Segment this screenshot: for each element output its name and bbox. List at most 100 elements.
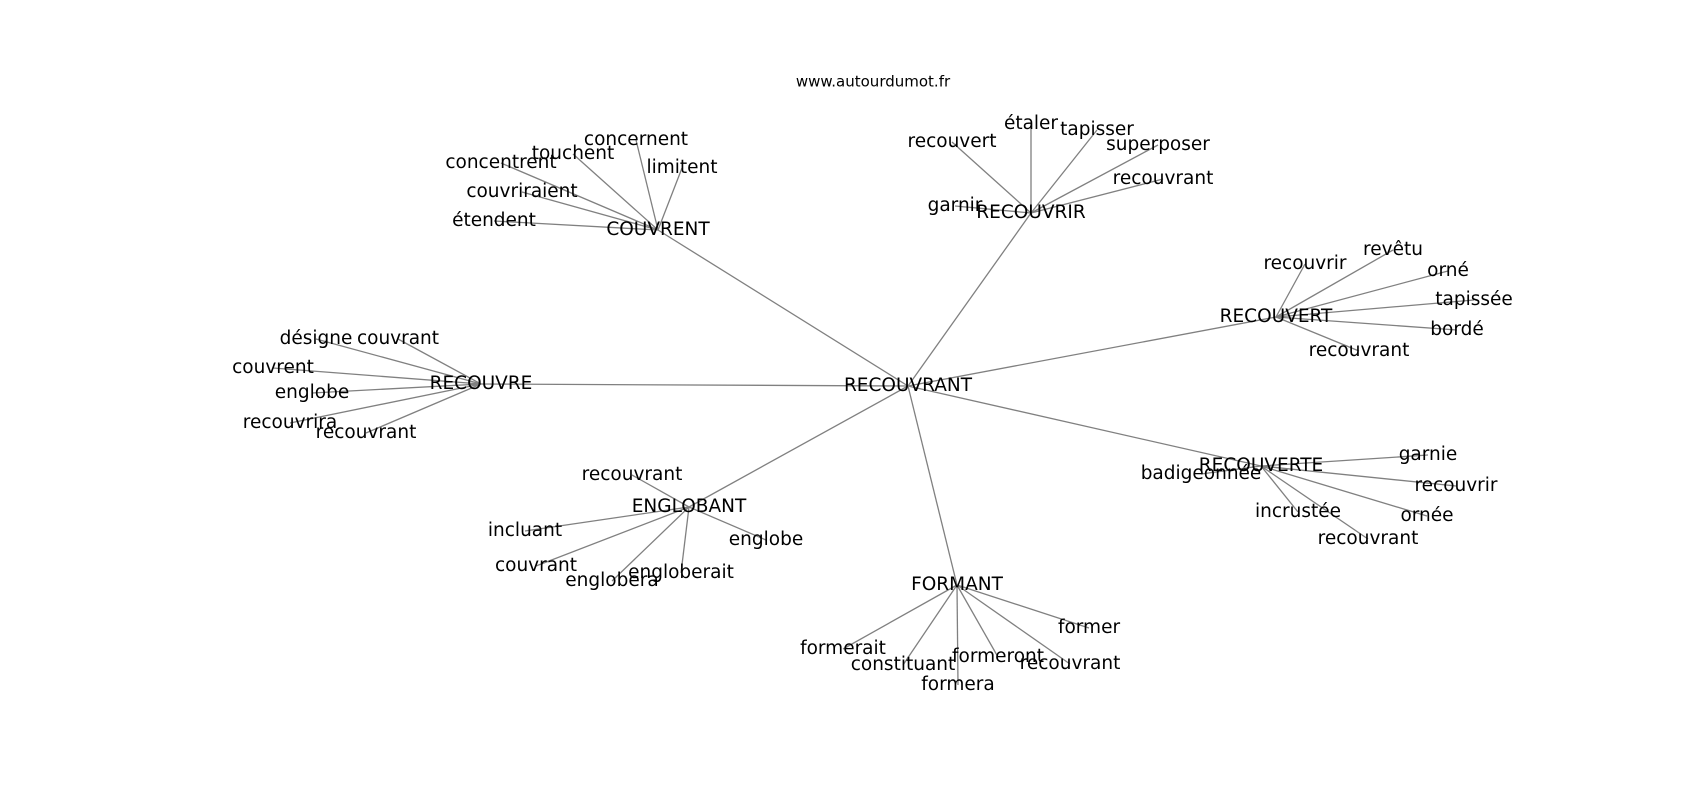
leaf-node[interactable]: recouvrir <box>1414 475 1497 496</box>
edge-root-to-hub <box>688 385 909 508</box>
leaf-node[interactable]: touchent <box>532 143 615 164</box>
leaf-node[interactable]: concentrent <box>445 152 556 173</box>
root-node[interactable]: RECOUVRANT <box>844 375 973 396</box>
leaf-node[interactable]: recouvert <box>908 131 997 152</box>
edge-hub-to-leaf <box>1030 144 1159 214</box>
edge-hub-to-leaf <box>951 141 1032 214</box>
edge-hub-to-leaf <box>1030 178 1164 214</box>
leaf-node[interactable]: constituant <box>851 654 956 675</box>
leaf-node[interactable]: tapisser <box>1060 119 1134 140</box>
hub-node[interactable]: COUVRENT <box>606 219 710 240</box>
edge-hub-to-leaf <box>956 584 959 686</box>
edge-hub-to-leaf <box>1275 249 1394 318</box>
edge-hub-to-leaf <box>315 338 482 385</box>
leaf-node[interactable]: couvriraient <box>466 181 577 202</box>
leaf-node[interactable]: formera <box>921 674 994 695</box>
edge-hub-to-leaf <box>1260 454 1429 467</box>
leaf-node[interactable]: étendent <box>452 210 536 231</box>
leaf-node[interactable]: badigeonnée <box>1141 463 1262 484</box>
edge-hub-to-leaf <box>657 167 683 231</box>
graph-edges <box>272 124 1475 686</box>
site-url: www.autourdumot.fr <box>796 73 951 91</box>
hub-node[interactable]: FORMANT <box>911 574 1004 595</box>
leaf-node[interactable]: recouvrant <box>316 422 417 443</box>
edge-hub-to-leaf <box>1275 316 1360 352</box>
edge-hub-to-leaf <box>631 474 690 508</box>
leaf-node[interactable]: couvrant <box>357 328 439 349</box>
leaf-node[interactable]: superposer <box>1106 134 1210 155</box>
edge-hub-to-leaf <box>493 220 659 231</box>
leaf-node[interactable]: incrustée <box>1255 501 1341 522</box>
edge-hub-to-leaf <box>902 584 958 666</box>
leaf-node[interactable]: incluant <box>488 520 562 541</box>
hub-node[interactable]: RECOUVRIR <box>976 202 1086 223</box>
leaf-node[interactable]: recouvrira <box>243 412 337 433</box>
edge-hub-to-leaf <box>842 584 958 650</box>
edge-hub-to-leaf <box>956 584 999 658</box>
edge-hub-to-leaf <box>500 162 659 231</box>
leaf-node[interactable]: garnie <box>1399 444 1458 465</box>
leaf-node[interactable]: englobe <box>275 382 349 403</box>
leaf-node[interactable]: recouvrant <box>1113 168 1214 189</box>
edge-hub-to-leaf <box>524 506 690 532</box>
edge-hub-to-leaf <box>272 367 482 385</box>
edge-hub-to-leaf <box>397 338 482 385</box>
edge-hub-to-leaf <box>1260 465 1369 540</box>
edge-hub-to-leaf <box>1030 129 1098 214</box>
leaf-node[interactable]: tapissée <box>1435 289 1513 310</box>
edge-hub-to-leaf <box>1275 316 1458 331</box>
leaf-node[interactable]: revêtu <box>1363 239 1423 260</box>
leaf-node[interactable]: garnir <box>928 195 983 216</box>
edge-root-to-hub <box>480 383 909 387</box>
leaf-node[interactable]: recouvrant <box>1020 653 1121 674</box>
leaf-node[interactable]: engloberait <box>628 562 734 583</box>
leaf-node[interactable]: désigne <box>280 328 353 349</box>
edge-hub-to-leaf <box>311 383 482 394</box>
leaf-node[interactable]: recouvrant <box>582 464 683 485</box>
leaf-node[interactable]: englobera <box>565 570 658 591</box>
edge-hub-to-leaf <box>1275 263 1306 318</box>
hub-node[interactable]: RECOUVRE <box>430 373 533 394</box>
leaf-node[interactable]: concernent <box>584 129 688 150</box>
leaf-node[interactable]: englobe <box>729 529 803 550</box>
leaf-node[interactable]: ornée <box>1400 505 1453 526</box>
edge-hub-to-leaf <box>635 139 659 231</box>
edge-hub-to-leaf <box>572 153 659 231</box>
edge-hub-to-leaf <box>680 506 690 574</box>
leaf-node[interactable]: étaler <box>1004 113 1058 134</box>
hub-node[interactable]: RECOUVERTE <box>1199 455 1323 476</box>
leaf-node[interactable]: couvrant <box>495 555 577 576</box>
edge-root-to-hub <box>907 385 1262 467</box>
edge-hub-to-leaf <box>688 506 767 541</box>
hub-node[interactable]: ENGLOBANT <box>632 496 747 517</box>
edge-root-to-hub <box>657 229 909 387</box>
edge-hub-to-leaf <box>954 205 1032 214</box>
edge-hub-to-leaf <box>535 506 690 567</box>
leaf-node[interactable]: recouvrant <box>1309 340 1410 361</box>
edge-root-to-hub <box>907 316 1277 387</box>
edge-hub-to-leaf <box>1275 270 1449 318</box>
edge-hub-to-leaf <box>1200 465 1262 475</box>
edge-root-to-hub <box>907 212 1032 387</box>
leaf-node[interactable]: former <box>1058 617 1121 638</box>
edge-hub-to-leaf <box>1260 465 1457 487</box>
leaf-node[interactable]: recouvrant <box>1318 528 1419 549</box>
leaf-node[interactable]: bordé <box>1430 319 1483 340</box>
edge-hub-to-leaf <box>1260 465 1299 513</box>
leaf-node[interactable]: orné <box>1427 260 1469 281</box>
edge-hub-to-leaf <box>611 506 690 582</box>
leaf-node[interactable]: formeront <box>952 646 1044 667</box>
hub-node[interactable]: RECOUVERT <box>1220 306 1333 327</box>
edge-hub-to-leaf <box>956 584 1090 629</box>
edge-hub-to-leaf <box>1260 465 1428 517</box>
edge-hub-to-leaf <box>1275 299 1475 318</box>
leaf-node[interactable]: couvrent <box>232 357 314 378</box>
leaf-node[interactable]: limitent <box>646 157 717 178</box>
edge-hub-to-leaf <box>956 584 1071 665</box>
edge-hub-to-leaf <box>521 191 659 231</box>
leaf-node[interactable]: formerait <box>800 638 886 659</box>
edge-hub-to-leaf <box>365 383 482 434</box>
leaf-node[interactable]: recouvrir <box>1263 253 1346 274</box>
